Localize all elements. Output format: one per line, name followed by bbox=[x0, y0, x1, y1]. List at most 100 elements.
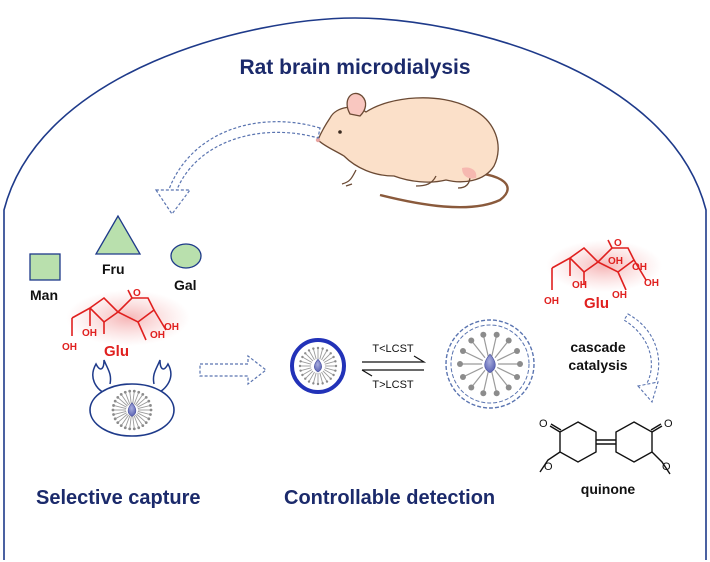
cascade-label-line2: catalysis bbox=[568, 357, 627, 373]
polymer-bead bbox=[112, 413, 115, 416]
cascade-arrow bbox=[623, 313, 660, 404]
polymer-bead bbox=[505, 337, 512, 344]
polymer-bead bbox=[493, 331, 500, 338]
polymer-bead bbox=[325, 380, 329, 383]
polymer-bead bbox=[517, 361, 523, 367]
polymer-chain bbox=[323, 356, 334, 363]
receptor-claw-right bbox=[149, 359, 172, 397]
glucose-label: Glu bbox=[584, 295, 609, 312]
rat-body bbox=[317, 97, 499, 183]
polymer-chain bbox=[308, 371, 315, 382]
polymer-bead bbox=[132, 427, 136, 431]
polymer-bead bbox=[493, 390, 500, 397]
polymer-bead bbox=[480, 331, 487, 338]
polymer-chain bbox=[312, 372, 317, 384]
glucose-oh-label: OH bbox=[612, 290, 627, 301]
polymer-bead bbox=[304, 377, 307, 380]
polymer-bead bbox=[332, 373, 335, 377]
polymer-bead bbox=[321, 382, 324, 385]
quinone-oxygen-left: O bbox=[539, 418, 548, 430]
polymer-bead bbox=[132, 389, 136, 393]
polymer-bead bbox=[459, 347, 466, 354]
polymer-bead bbox=[459, 374, 466, 381]
core-droplet bbox=[314, 358, 322, 373]
polymer-bead bbox=[307, 349, 311, 352]
rat-pink-patch bbox=[462, 167, 477, 179]
polymer-chain bbox=[132, 415, 135, 429]
polymer-bead bbox=[144, 421, 148, 424]
polymer-chain bbox=[304, 352, 314, 362]
polymer-chain bbox=[136, 397, 147, 407]
polymer-chain bbox=[137, 400, 150, 408]
receptor-claw-left bbox=[92, 359, 113, 397]
polymer-chain bbox=[135, 414, 144, 426]
rat-nose bbox=[315, 137, 321, 143]
polymer-chain bbox=[494, 340, 510, 359]
glucose-label: Glu bbox=[104, 343, 129, 360]
polymer-bead bbox=[334, 369, 337, 372]
polymer-chain bbox=[470, 369, 486, 388]
selective-receptor bbox=[92, 359, 172, 397]
rat-eye bbox=[338, 130, 342, 134]
polymer-chain bbox=[482, 371, 489, 394]
glucose-oh-label: OH bbox=[608, 256, 623, 267]
polymer-bead bbox=[116, 396, 120, 399]
glucose-ring-oxygen: O bbox=[133, 288, 141, 299]
polymer-bead bbox=[111, 408, 115, 412]
polymer-bead bbox=[119, 392, 123, 396]
fructose-triangle bbox=[94, 214, 142, 255]
polymer-bead bbox=[128, 427, 132, 431]
polymer-chain bbox=[322, 370, 332, 380]
polymer-bead bbox=[137, 426, 141, 430]
polymer-bead bbox=[468, 337, 475, 344]
polymer-chain bbox=[470, 340, 486, 359]
receptor-nanoparticle bbox=[111, 389, 153, 431]
polymer-bead bbox=[329, 377, 332, 380]
polymer-chain bbox=[133, 392, 140, 405]
core-droplet bbox=[127, 402, 137, 417]
glucose-oh-label: OH bbox=[62, 342, 77, 353]
galactose-ellipse bbox=[170, 243, 202, 269]
glucose-ring-oxygen: O bbox=[614, 238, 622, 249]
glucose-molecule-right: O OH OH OH OH OH OH Glu bbox=[544, 238, 662, 312]
mannose-square bbox=[29, 253, 61, 281]
polymer-chain bbox=[300, 360, 312, 365]
polymer-chain bbox=[304, 370, 314, 380]
polymer-chain bbox=[323, 369, 334, 376]
polymer-bead bbox=[113, 417, 117, 421]
polymer-bead bbox=[299, 369, 302, 372]
collapsed-core bbox=[298, 346, 338, 386]
polymer-bead bbox=[147, 399, 151, 403]
polymer-bead bbox=[304, 352, 307, 355]
polymer-chain bbox=[113, 410, 127, 415]
process-arrow bbox=[199, 354, 267, 386]
polymer-chain bbox=[494, 369, 510, 388]
polymer-chain bbox=[136, 413, 147, 423]
glucose-oh-label: OH bbox=[632, 262, 647, 273]
polymer-bead bbox=[505, 384, 512, 391]
controllable-detection-heading: Controllable detection bbox=[284, 487, 495, 509]
rat-tail bbox=[379, 170, 509, 209]
glucose-oh-label: OH bbox=[544, 296, 559, 307]
polymer-chain bbox=[302, 369, 313, 376]
polymer-bead bbox=[514, 347, 521, 354]
quinone-molecule bbox=[539, 421, 671, 475]
quinone-methoxy-oxygen: O bbox=[662, 461, 671, 473]
polymer-bead bbox=[332, 355, 335, 359]
polymer-bead bbox=[149, 408, 153, 412]
glucose-molecule-left: O OH OH OH OH Glu bbox=[62, 288, 190, 360]
galactose-label: Gal bbox=[174, 277, 197, 293]
rat-ear bbox=[346, 92, 367, 117]
polymer-chain bbox=[491, 371, 498, 394]
quinone-label: quinone bbox=[581, 481, 636, 497]
polymer-bead bbox=[312, 382, 315, 385]
microdialysis-arrow bbox=[154, 121, 321, 216]
polymer-bead bbox=[514, 374, 521, 381]
polymer-bead bbox=[325, 349, 329, 352]
polymer-bead bbox=[123, 426, 127, 430]
polymer-chain bbox=[496, 366, 518, 378]
polymer-chain bbox=[496, 350, 518, 362]
polymer-chain bbox=[132, 391, 135, 405]
polymer-chain bbox=[321, 350, 328, 361]
